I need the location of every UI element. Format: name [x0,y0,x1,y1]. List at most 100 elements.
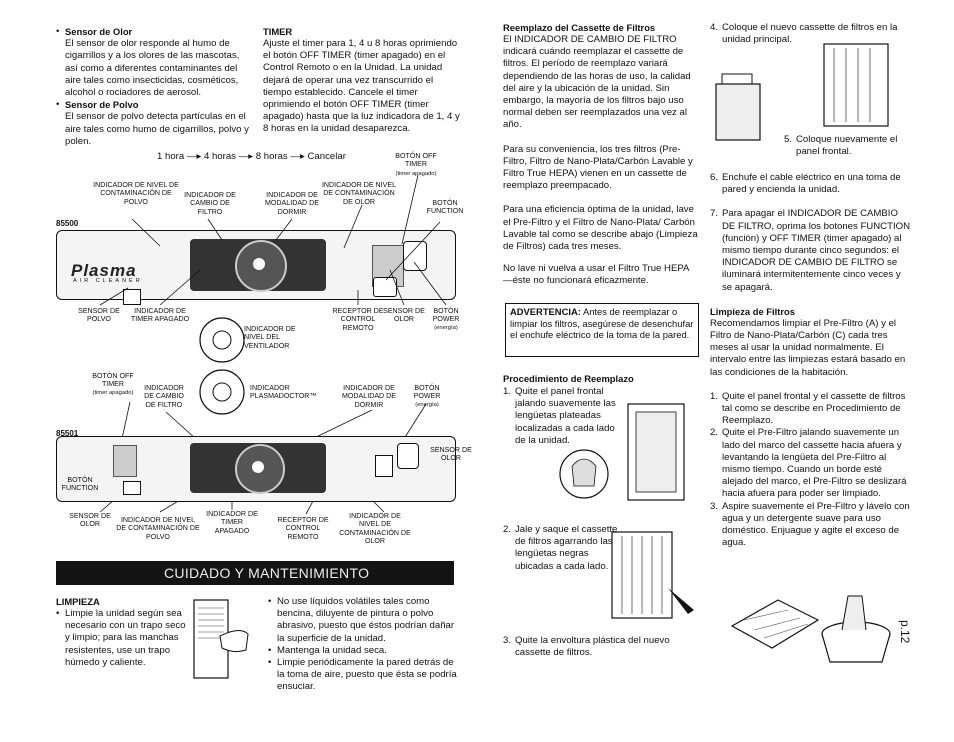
lbl-function-bottom: BOTÓN FUNCTION [61,476,99,493]
step-5: 5.Coloque nuevamente el panel frontal. [784,134,904,158]
seq-1-hora: 1 hora [157,151,185,162]
step-7-text: Para apagar el INDICADOR DE CAMBIO DE FI… [722,208,911,293]
dust-sensor-window [123,289,141,305]
procedimiento-title: Procedimiento de Reemplazo [503,373,634,384]
filter-step-3: Aspire suavemente el Pre-Filtro y lávelo… [722,500,910,549]
control-panel-85501 [56,436,456,502]
step-6-text: Enchufe el cable eléctrico en una toma d… [722,172,901,196]
lbl-off-timer-top: BOTÓN OFF TIMER [395,152,437,169]
filter-step-1: Quite el panel frontal y el cassette de … [722,390,906,427]
lbl-receptor-top: RECEPTOR DE CONTROL REMOTO [332,307,384,332]
brand-sub: AIR CLEANER [73,278,143,284]
step-4: 4.Coloque el nuevo cassette de filtros e… [710,22,910,46]
sensor-polvo-title: Sensor de Polvo [65,99,139,111]
sensor-olor-title: Sensor de Olor [65,26,133,37]
limpieza-filtros-text: Recomendamos limpiar el Pre-Filtro (A) y… [710,317,906,378]
limpieza-bullet-1: Limpie la unidad según sea necesario con… [65,608,186,668]
lbl-modalidad-dormir: INDICADOR DE MODALIDAD DE DORMIR [265,191,319,216]
lbl-sensor-olor-right: SENSOR DE OLOR [430,446,472,463]
limpieza-section: LIMPIEZA •Limpie la unidad según sea nec… [56,596,186,668]
timer-text: Ajuste el timer para 1, 4 u 8 horas opri… [263,38,460,135]
seq-4-horas: 4 horas [203,151,236,162]
timer-section: TIMER Ajuste el timer para 1, 4 u 8 hora… [263,26,461,136]
warning-title: ADVERTENCIA: [510,306,581,317]
lbl-timer-apagado-top: (timer apagado) [395,171,437,177]
front-panel-removal-illustration [559,403,685,501]
lbl-timer-apagado-mid: (timer apagado) [92,390,134,396]
lbl-function-top: BOTÓN FUNCTION [426,199,464,216]
seq-8-horas: 8 horas [255,151,288,162]
lbl-plasmadoctor: INDICADOR PLASMADOCTOR™ [250,384,317,401]
lbl-sensor-polvo: SENSOR DE POLVO [78,307,120,324]
reemplazo-section: Reemplazo del Cassette de Filtros El IND… [503,22,699,288]
timer-sequence: 1 hora —▸ 4 horas —▸ 8 horas —▸ Cancelar [157,151,387,163]
filter-step-2: Quite el Pre-Filtro jalando suavemente u… [722,427,907,500]
model-85501: 85501 [56,429,79,438]
lbl-sensor-olor-top: SENSOR DE OLOR [383,307,425,324]
dial-center-bottom [252,461,264,473]
lbl-timer-apagado-ind: INDICADOR DE TIMER APAGADO [130,307,190,324]
eficiencia-text: Para una eficiencia óptima de la unidad,… [503,204,698,253]
function-button-bottom[interactable] [123,481,141,495]
limpieza-bullet-3: Mantenga la unidad seca. [277,644,387,656]
step-3: 3.Quite la envoltura plástica del nuevo … [503,635,693,659]
brand-logo: Plasma [71,261,137,280]
sensor-window-bottom [375,455,393,477]
arrow-right-icon: —▸ [238,151,254,162]
lbl-modalidad-mid: INDICADOR DE MODALIDAD DE DORMIR [342,384,396,409]
sensor-olor-text: El sensor de olor responde al humo de ci… [65,38,240,99]
col4-text: 6.Enchufe el cable eléctrico en una toma… [710,172,911,549]
lbl-power-top: BOTÓN POWER [432,307,460,324]
step-1: 1.Quite el panel frontal jalando suaveme… [503,386,625,447]
odor-sensor-grille-bottom [113,445,137,477]
cleaning-cloth-illustration [193,599,249,679]
sensor-olor-section: •Sensor de Olor El sensor de olor respon… [56,26,252,148]
lbl-cambio-filtro: INDICADOR DE CAMBIO DE FILTRO [184,191,236,216]
arrow-right-icon: —▸ [186,151,202,162]
limpieza-bullet-2: No use líquidos volátiles tales como ben… [277,596,455,644]
page-number: p.12 [898,620,912,644]
lbl-olor-nivel: INDICADOR DE NIVEL DE CONTAMINACIÓN DE O… [321,181,397,206]
dial-center [253,258,265,270]
lbl-energia-top: (energía) [434,325,458,331]
arrow-right-icon: —▸ [290,151,305,162]
lbl-nivel-olor-bottom: INDICADOR DE NIVEL DE CONTAMINACIÓN DE O… [339,512,411,545]
step-2: 2.Jale y saque el cassette de filtros ag… [503,524,618,572]
timer-title: TIMER [263,26,293,37]
lbl-polvo-nivel: INDICADOR DE NIVEL DE CONTAMINACIÓN DE P… [93,181,179,206]
procedimiento-section: Procedimiento de Reemplazo [503,373,699,385]
cassette-removal-illustration [611,531,694,619]
step-5-text: Coloque nuevamente el panel frontal. [796,134,898,158]
no-lave-text: No lave ni vuelva a usar el Filtro True … [503,263,690,287]
sensor-polvo-text: El sensor de polvo detecta partículas en… [65,111,249,147]
power-button-bottom[interactable] [397,443,419,469]
step-3-text: Quite la envoltura plástica del nuevo ca… [515,635,670,659]
lbl-receptor-bottom: RECEPTOR DE CONTROL REMOTO [277,516,329,541]
lbl-nivel-ventilador: INDICADOR DE NIVEL DEL VENTILADOR [244,325,296,350]
section-banner: CUIDADO Y MANTENIMIENTO [56,561,454,585]
step-4-text: Coloque el nuevo cassette de filtros en … [722,22,898,46]
cassette-insert-illustration [715,43,889,141]
limpieza-bullets-2: •No use líquidos volátiles tales como be… [268,596,457,693]
reemplazo-title: Reemplazo del Cassette de Filtros [503,22,656,33]
seq-cancelar: Cancelar [307,151,346,162]
lbl-cambio-filtro-mid: INDICADOR DE CAMBIO DE FILTRO [144,384,184,409]
step-2-text: Jale y saque el cassette de filtros agar… [515,524,618,572]
reemplazo-text: El INDICADOR DE CAMBIO DE FILTRO indicar… [503,34,691,131]
control-panel-85500: Plasma AIR CLEANER [56,230,456,305]
filter-washing-illustration [730,595,891,663]
lbl-energia-mid: (energía) [415,402,439,408]
limpieza-filtros-title: Limpieza de Filtros [710,305,795,317]
lbl-nivel-polvo-bottom: INDICADOR DE NIVEL DE CONTAMINACIÓN DE P… [116,516,200,541]
warning-box: ADVERTENCIA: Antes de reemplazar o limpi… [505,303,699,357]
warning-text: Antes de reemplazar o limpiar los filtro… [510,306,694,341]
model-85500: 85500 [56,219,79,228]
conveniencia-text: Para su conveniencia, los tres filtros (… [503,143,693,192]
lbl-sensor-olor-left: SENSOR DE OLOR [69,512,111,529]
limpieza-title: LIMPIEZA [56,596,100,607]
power-button[interactable] [403,241,427,271]
lbl-off-timer-mid: BOTÓN OFF TIMER [92,372,134,389]
lbl-timer-apagado-bottom: INDICADOR DE TIMER APAGADO [206,510,258,535]
limpieza-bullet-4: Limpie periódicamente la pared detrás de… [277,657,457,693]
